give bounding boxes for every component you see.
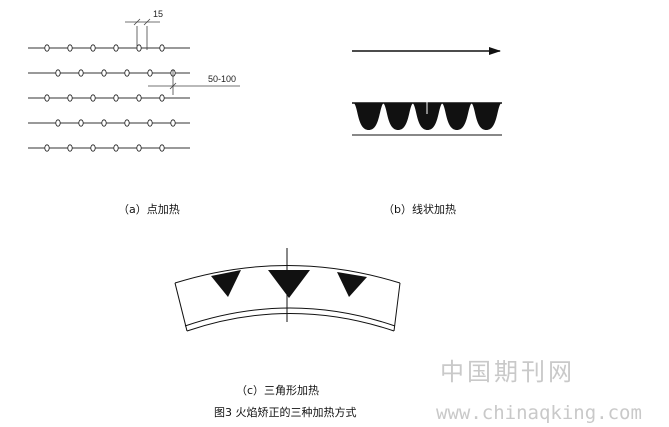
heating-point	[78, 119, 84, 127]
heating-point	[44, 144, 50, 152]
heating-point	[67, 44, 73, 52]
heating-point	[113, 44, 119, 52]
curved-beam-bottom-inner	[184, 307, 396, 327]
heating-point	[101, 69, 107, 77]
panel-c-caption: （c）三角形加热	[236, 384, 320, 397]
heating-point	[170, 119, 176, 127]
panel-b-line-heating	[352, 47, 502, 136]
heating-point	[147, 69, 153, 77]
heating-point	[113, 144, 119, 152]
beam-right-end	[393, 282, 401, 332]
heating-point	[136, 44, 142, 52]
heating-point	[136, 94, 142, 102]
curved-beam-bottom-outer	[186, 313, 395, 332]
watermark-url: www.chinaqking.com	[436, 402, 642, 424]
heating-point	[78, 69, 84, 77]
heating-point	[67, 144, 73, 152]
heating-point	[159, 94, 165, 102]
heating-point	[159, 144, 165, 152]
figure-caption: 图3 火焰矫正的三种加热方式	[214, 406, 357, 419]
panel-b-caption: （b）线状加热	[383, 203, 456, 216]
heating-point	[159, 44, 165, 52]
panel-a-dimensions	[125, 18, 240, 95]
heating-point	[67, 94, 73, 102]
heating-point	[113, 94, 119, 102]
panel-a-caption: （a）点加热	[118, 203, 180, 216]
watermark-site-name: 中国期刊网	[440, 358, 575, 386]
heating-point	[55, 119, 61, 127]
heating-point	[44, 44, 50, 52]
heating-point	[101, 119, 107, 127]
heating-point	[90, 94, 96, 102]
panel-c-triangle-heating	[174, 248, 401, 332]
heating-point	[124, 69, 130, 77]
heating-point	[55, 69, 61, 77]
heating-point	[147, 119, 153, 127]
heating-triangle-center	[268, 270, 310, 298]
dimension-row-spacing-label: 50-100	[208, 74, 236, 84]
heating-point	[90, 44, 96, 52]
heating-point	[124, 119, 130, 127]
heated-zone-waves	[354, 103, 501, 130]
dimension-spacing-label: 15	[153, 9, 163, 19]
heating-point	[44, 94, 50, 102]
beam-left-end	[174, 282, 188, 332]
heating-point	[90, 144, 96, 152]
panel-a-point-heating	[28, 44, 190, 152]
heating-triangle-right	[337, 272, 367, 297]
heating-triangle-left	[211, 270, 241, 297]
heating-point	[136, 144, 142, 152]
